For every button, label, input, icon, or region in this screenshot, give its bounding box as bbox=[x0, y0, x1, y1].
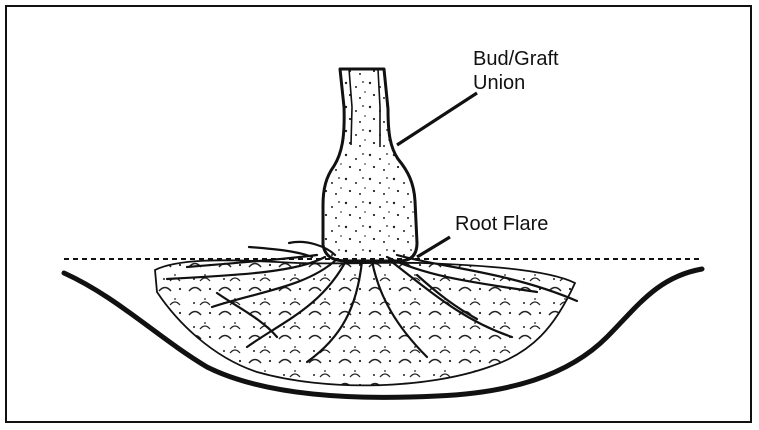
bud-graft-label: Bud/Graft Union bbox=[473, 47, 559, 95]
bud-graft-label-line1: Bud/Graft bbox=[473, 47, 559, 71]
bud-graft-label-line2: Union bbox=[473, 71, 559, 95]
root-strand bbox=[249, 247, 312, 257]
bud-graft-leader-line bbox=[397, 93, 477, 145]
tree-trunk bbox=[323, 69, 417, 261]
diagram-frame: Bud/Graft Union Root Flare bbox=[5, 5, 752, 423]
root-flare-leader-line bbox=[417, 237, 450, 257]
tree-planting-diagram bbox=[7, 7, 752, 423]
root-flare-label: Root Flare bbox=[455, 212, 548, 236]
